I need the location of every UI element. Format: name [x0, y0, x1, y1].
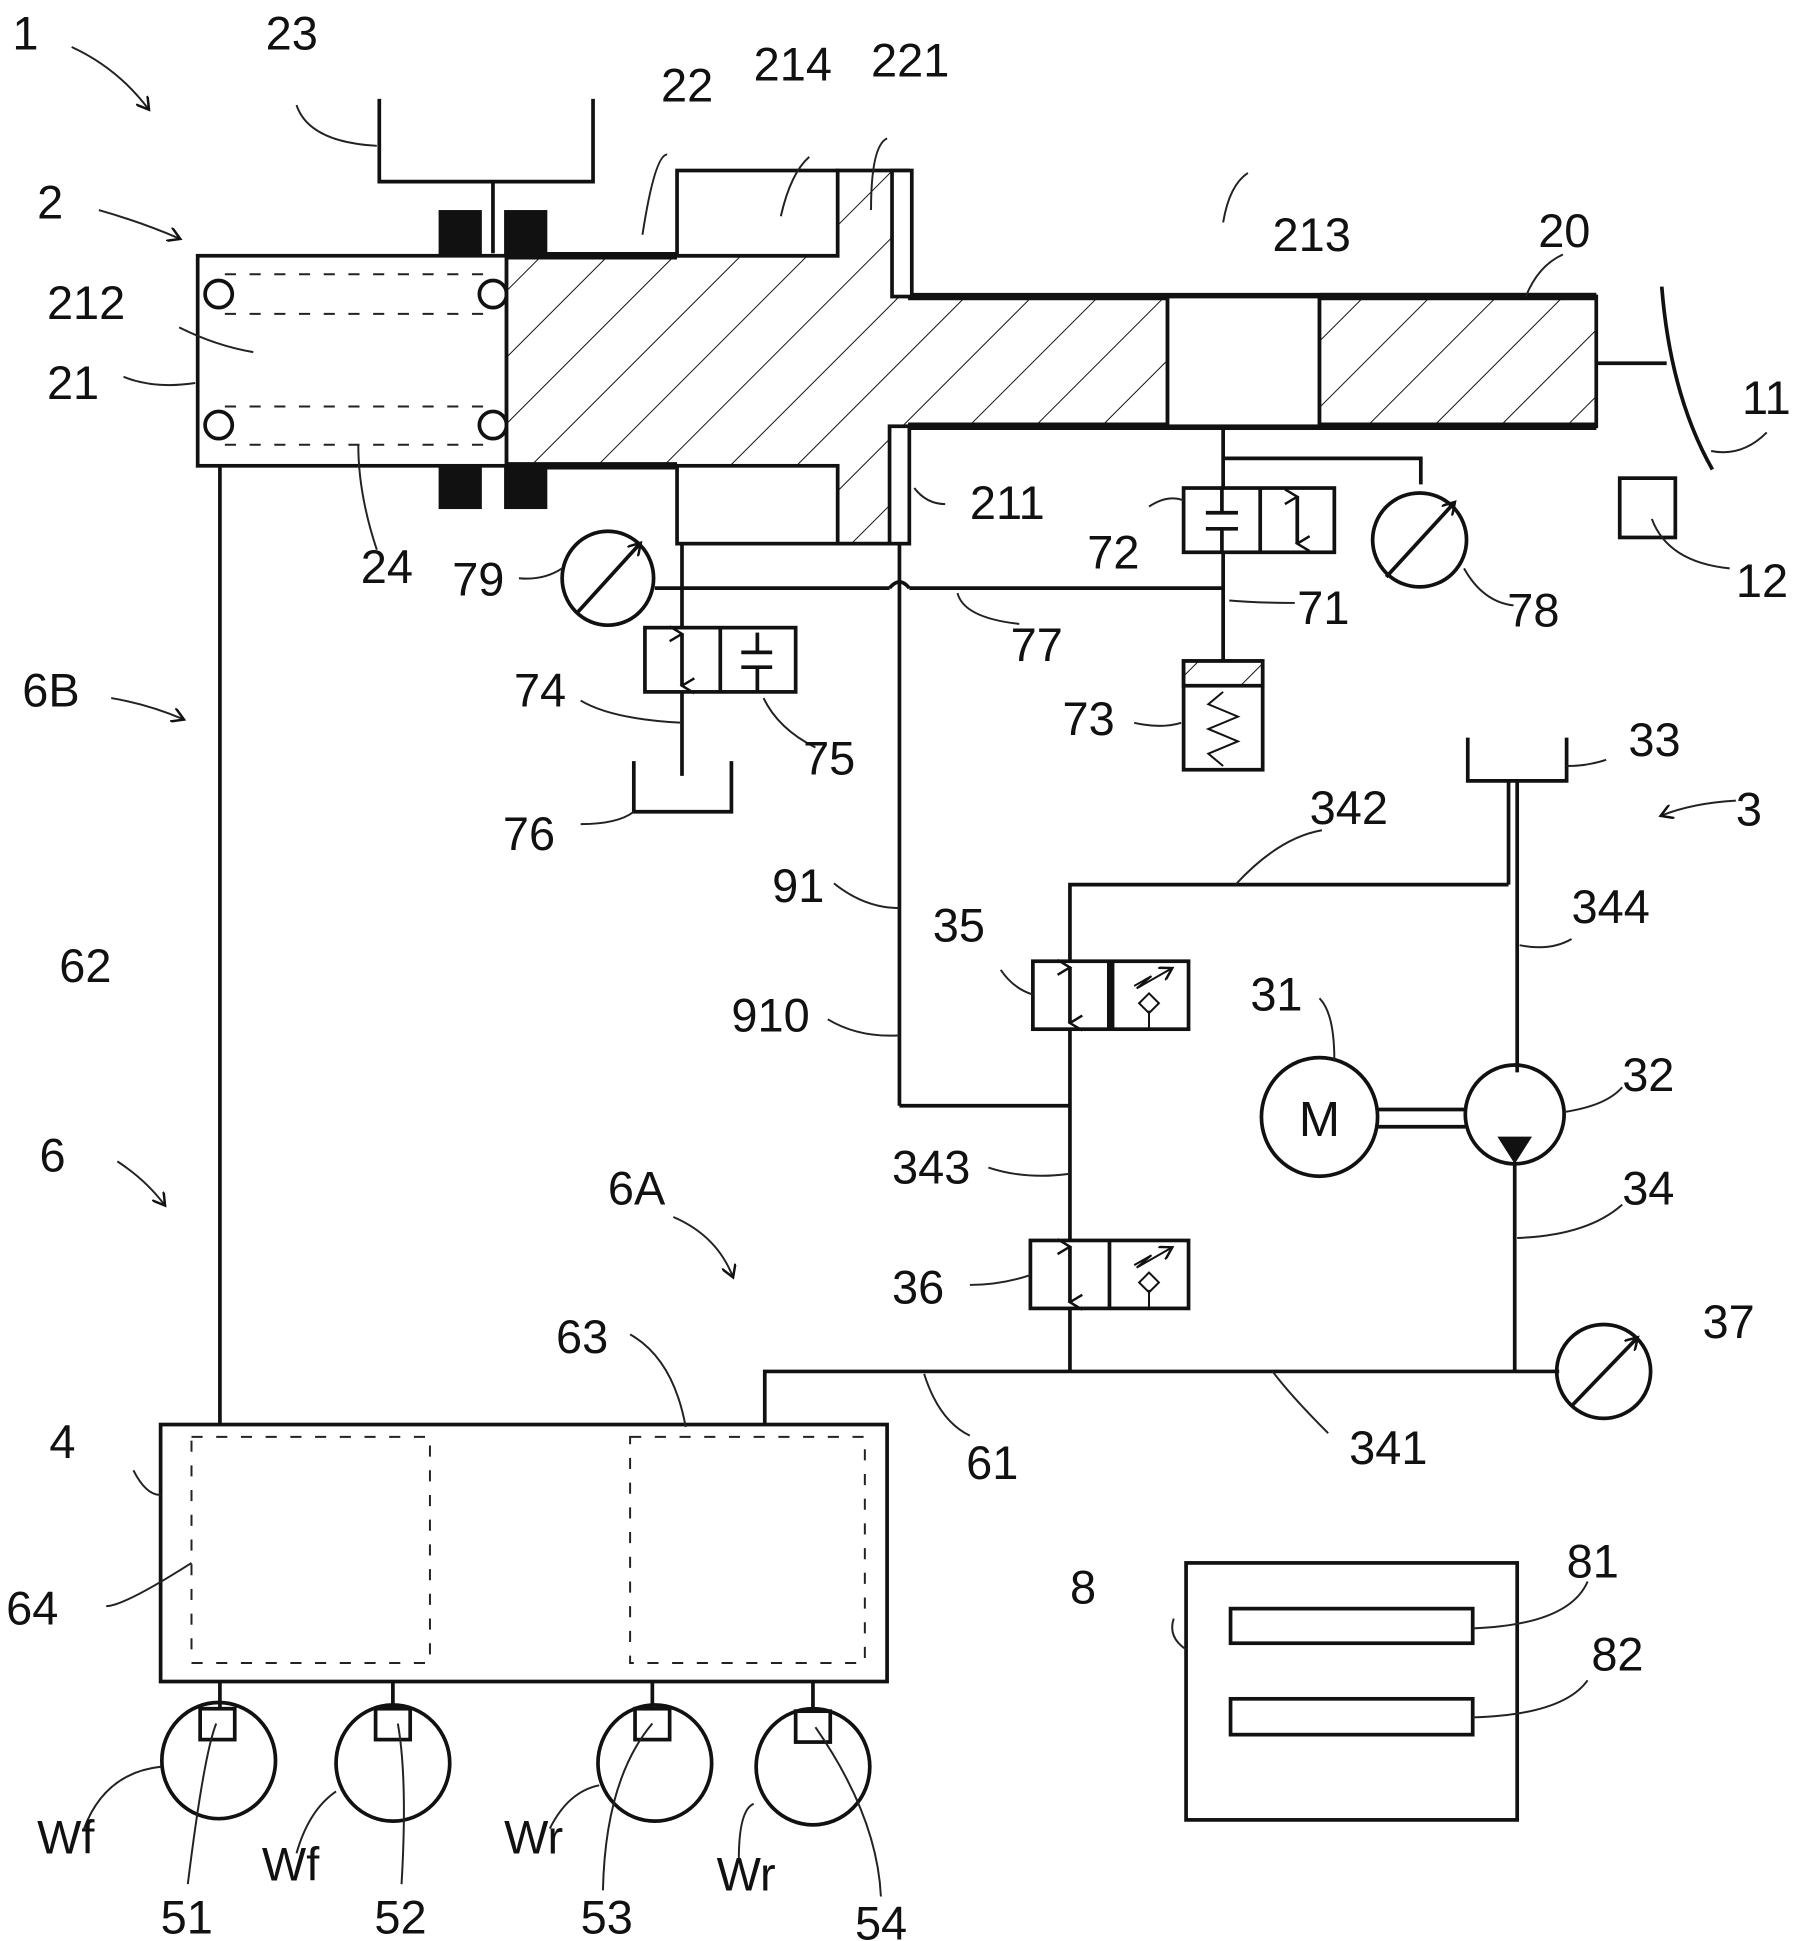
wheel-front-left — [159, 1681, 278, 1821]
label-212: 212 — [47, 277, 125, 329]
label-wf-2: Wf — [262, 1838, 320, 1890]
label-344: 344 — [1572, 881, 1650, 933]
motor-31: M — [1259, 1055, 1380, 1179]
valve-72 — [1181, 486, 1337, 555]
brake-pedal — [1659, 286, 1715, 471]
label-82: 82 — [1591, 1628, 1643, 1680]
label-76: 76 — [503, 808, 555, 860]
label-74: 74 — [514, 665, 566, 717]
wheel-rear-right — [754, 1681, 872, 1827]
controller-8 — [1184, 1561, 1520, 1822]
piston-20 — [1317, 294, 1599, 429]
label-341: 341 — [1349, 1422, 1427, 1474]
port-211 — [890, 168, 914, 299]
label-37: 37 — [1703, 1296, 1755, 1348]
label-61: 61 — [966, 1437, 1018, 1489]
modulator-4 — [158, 1422, 889, 1827]
motor-symbol: M — [1299, 1092, 1340, 1147]
label-34: 34 — [1622, 1163, 1674, 1215]
label-71: 71 — [1297, 582, 1349, 634]
label-24: 24 — [361, 541, 413, 593]
valve-36 — [1028, 1238, 1191, 1311]
label-wr-1: Wr — [504, 1811, 563, 1863]
label-4: 4 — [49, 1416, 75, 1468]
label-62: 62 — [59, 940, 111, 992]
cylinder-21 — [195, 253, 509, 468]
reservoir-76 — [631, 761, 734, 814]
label-6B: 6B — [22, 665, 79, 717]
reservoir-23 — [377, 98, 595, 184]
label-22: 22 — [661, 59, 713, 111]
chamber-214 — [675, 168, 840, 258]
seal — [504, 210, 548, 256]
master-cylinder-unit — [195, 98, 1715, 546]
pump-unit-3: M — [762, 737, 1653, 1425]
label-31: 31 — [1250, 969, 1302, 1021]
chamber-lower — [675, 463, 840, 546]
label-21: 21 — [47, 357, 99, 409]
label-81: 81 — [1567, 1536, 1619, 1588]
label-wf-1: Wf — [37, 1811, 95, 1863]
label-75: 75 — [803, 733, 855, 785]
spring-end — [203, 409, 235, 441]
label-78: 78 — [1507, 584, 1559, 636]
reservoir-33 — [1465, 737, 1569, 783]
label-213: 213 — [1273, 209, 1351, 261]
pressure-sensor-37 — [1554, 1322, 1653, 1421]
label-79: 79 — [452, 554, 504, 606]
label-33: 33 — [1628, 714, 1680, 766]
processor-82 — [1228, 1696, 1475, 1737]
label-32: 32 — [1622, 1049, 1674, 1101]
label-3: 3 — [1736, 783, 1762, 835]
label-73: 73 — [1063, 693, 1115, 745]
label-wr-2: Wr — [717, 1848, 776, 1900]
label-343: 343 — [892, 1142, 970, 1194]
label-53: 53 — [581, 1892, 633, 1941]
stroke-simulator-73 — [1181, 659, 1265, 772]
memory-81 — [1228, 1606, 1475, 1646]
label-1: 1 — [12, 7, 38, 59]
port-211-lower — [887, 424, 912, 546]
pump-32 — [1463, 1063, 1566, 1166]
label-214: 214 — [754, 38, 832, 90]
label-36: 36 — [892, 1261, 944, 1313]
valve-35 — [1031, 958, 1191, 1032]
label-20: 20 — [1538, 205, 1590, 257]
label-211: 211 — [970, 477, 1045, 529]
label-2: 2 — [37, 177, 63, 229]
label-72: 72 — [1087, 526, 1139, 578]
label-35: 35 — [933, 899, 985, 951]
valve-75 — [643, 625, 798, 695]
label-6A: 6A — [608, 1163, 666, 1215]
label-221: 221 — [871, 35, 949, 87]
spring-end — [203, 278, 235, 310]
label-910: 910 — [731, 990, 809, 1042]
pressure-sensor-79 — [560, 529, 656, 628]
label-63: 63 — [556, 1311, 608, 1363]
label-91: 91 — [772, 860, 824, 912]
stroke-sensor-12 — [1617, 476, 1678, 540]
label-52: 52 — [374, 1892, 426, 1941]
seal — [504, 465, 548, 510]
label-64: 64 — [6, 1583, 58, 1635]
label-6: 6 — [40, 1129, 66, 1181]
label-12: 12 — [1736, 555, 1788, 607]
label-342: 342 — [1310, 782, 1388, 834]
label-54: 54 — [855, 1898, 907, 1941]
chamber-213 — [1165, 294, 1322, 429]
label-51: 51 — [161, 1892, 213, 1941]
simulator-piston — [1181, 659, 1265, 688]
leader-lines — [71, 46, 1768, 1897]
seal — [438, 210, 482, 256]
label-8: 8 — [1070, 1562, 1096, 1614]
label-77: 77 — [1011, 619, 1063, 671]
labels: 1 23 22 214 221 2 213 20 212 21 11 211 7… — [6, 7, 1791, 1941]
wheel-front-right — [334, 1681, 452, 1823]
pressure-sensor-78 — [1370, 491, 1469, 589]
label-11: 11 — [1742, 372, 1791, 424]
label-23: 23 — [266, 7, 318, 59]
seal — [438, 465, 482, 510]
simulator-circuit — [560, 426, 1469, 1108]
